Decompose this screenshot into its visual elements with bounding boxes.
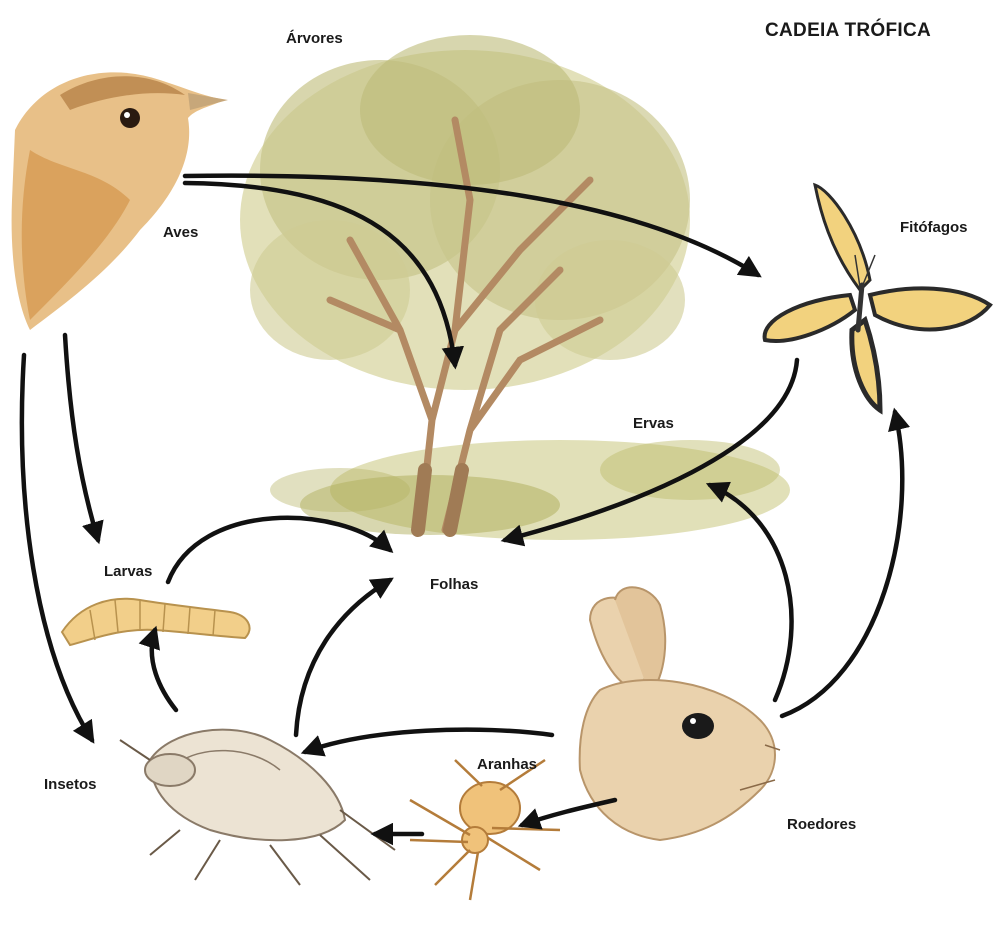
arrow-insetos-to-larvas xyxy=(138,625,179,713)
larva-illustration xyxy=(60,597,251,647)
bird-illustration xyxy=(11,72,228,330)
arrow-aves-to-fitofagos xyxy=(182,173,762,278)
label-ervas: Ervas xyxy=(633,415,674,432)
butterfly-illustration xyxy=(762,182,993,415)
diagram-title: CADEIA TRÓFICA xyxy=(765,20,932,41)
arrow-roedores-to-ervas xyxy=(705,481,794,703)
arrow-aves-to-insetos xyxy=(19,352,95,744)
arrow-roedores-to-aranhas xyxy=(517,797,618,830)
arrow-roedores-to-insetos xyxy=(300,727,555,757)
insect-illustration xyxy=(119,728,396,886)
label-arvores: Árvores xyxy=(286,30,343,47)
label-fitofagos: Fitófagos xyxy=(900,219,968,236)
food-chain-arrows xyxy=(19,173,911,846)
arrow-fitofagos-to-folhas xyxy=(500,357,800,547)
arrow-aves-to-larvas xyxy=(62,332,104,545)
arrow-larvas-to-folhas xyxy=(165,515,394,585)
label-aves: Aves xyxy=(163,224,199,241)
spider-illustration xyxy=(409,758,561,901)
label-folhas: Folhas xyxy=(430,576,479,593)
grass-illustration xyxy=(270,440,790,540)
label-larvas: Larvas xyxy=(104,563,153,580)
label-roedores: Roedores xyxy=(787,816,857,833)
label-aranhas: Aranhas xyxy=(477,756,538,773)
rabbit-illustration xyxy=(578,586,781,842)
arrow-insetos-to-folhas xyxy=(293,577,394,738)
arrow-aves-to-arvores xyxy=(182,180,465,370)
tree-illustration xyxy=(240,35,690,537)
label-insetos: Insetos xyxy=(44,776,97,793)
arrow-roedores-to-fitofagos xyxy=(779,407,911,719)
